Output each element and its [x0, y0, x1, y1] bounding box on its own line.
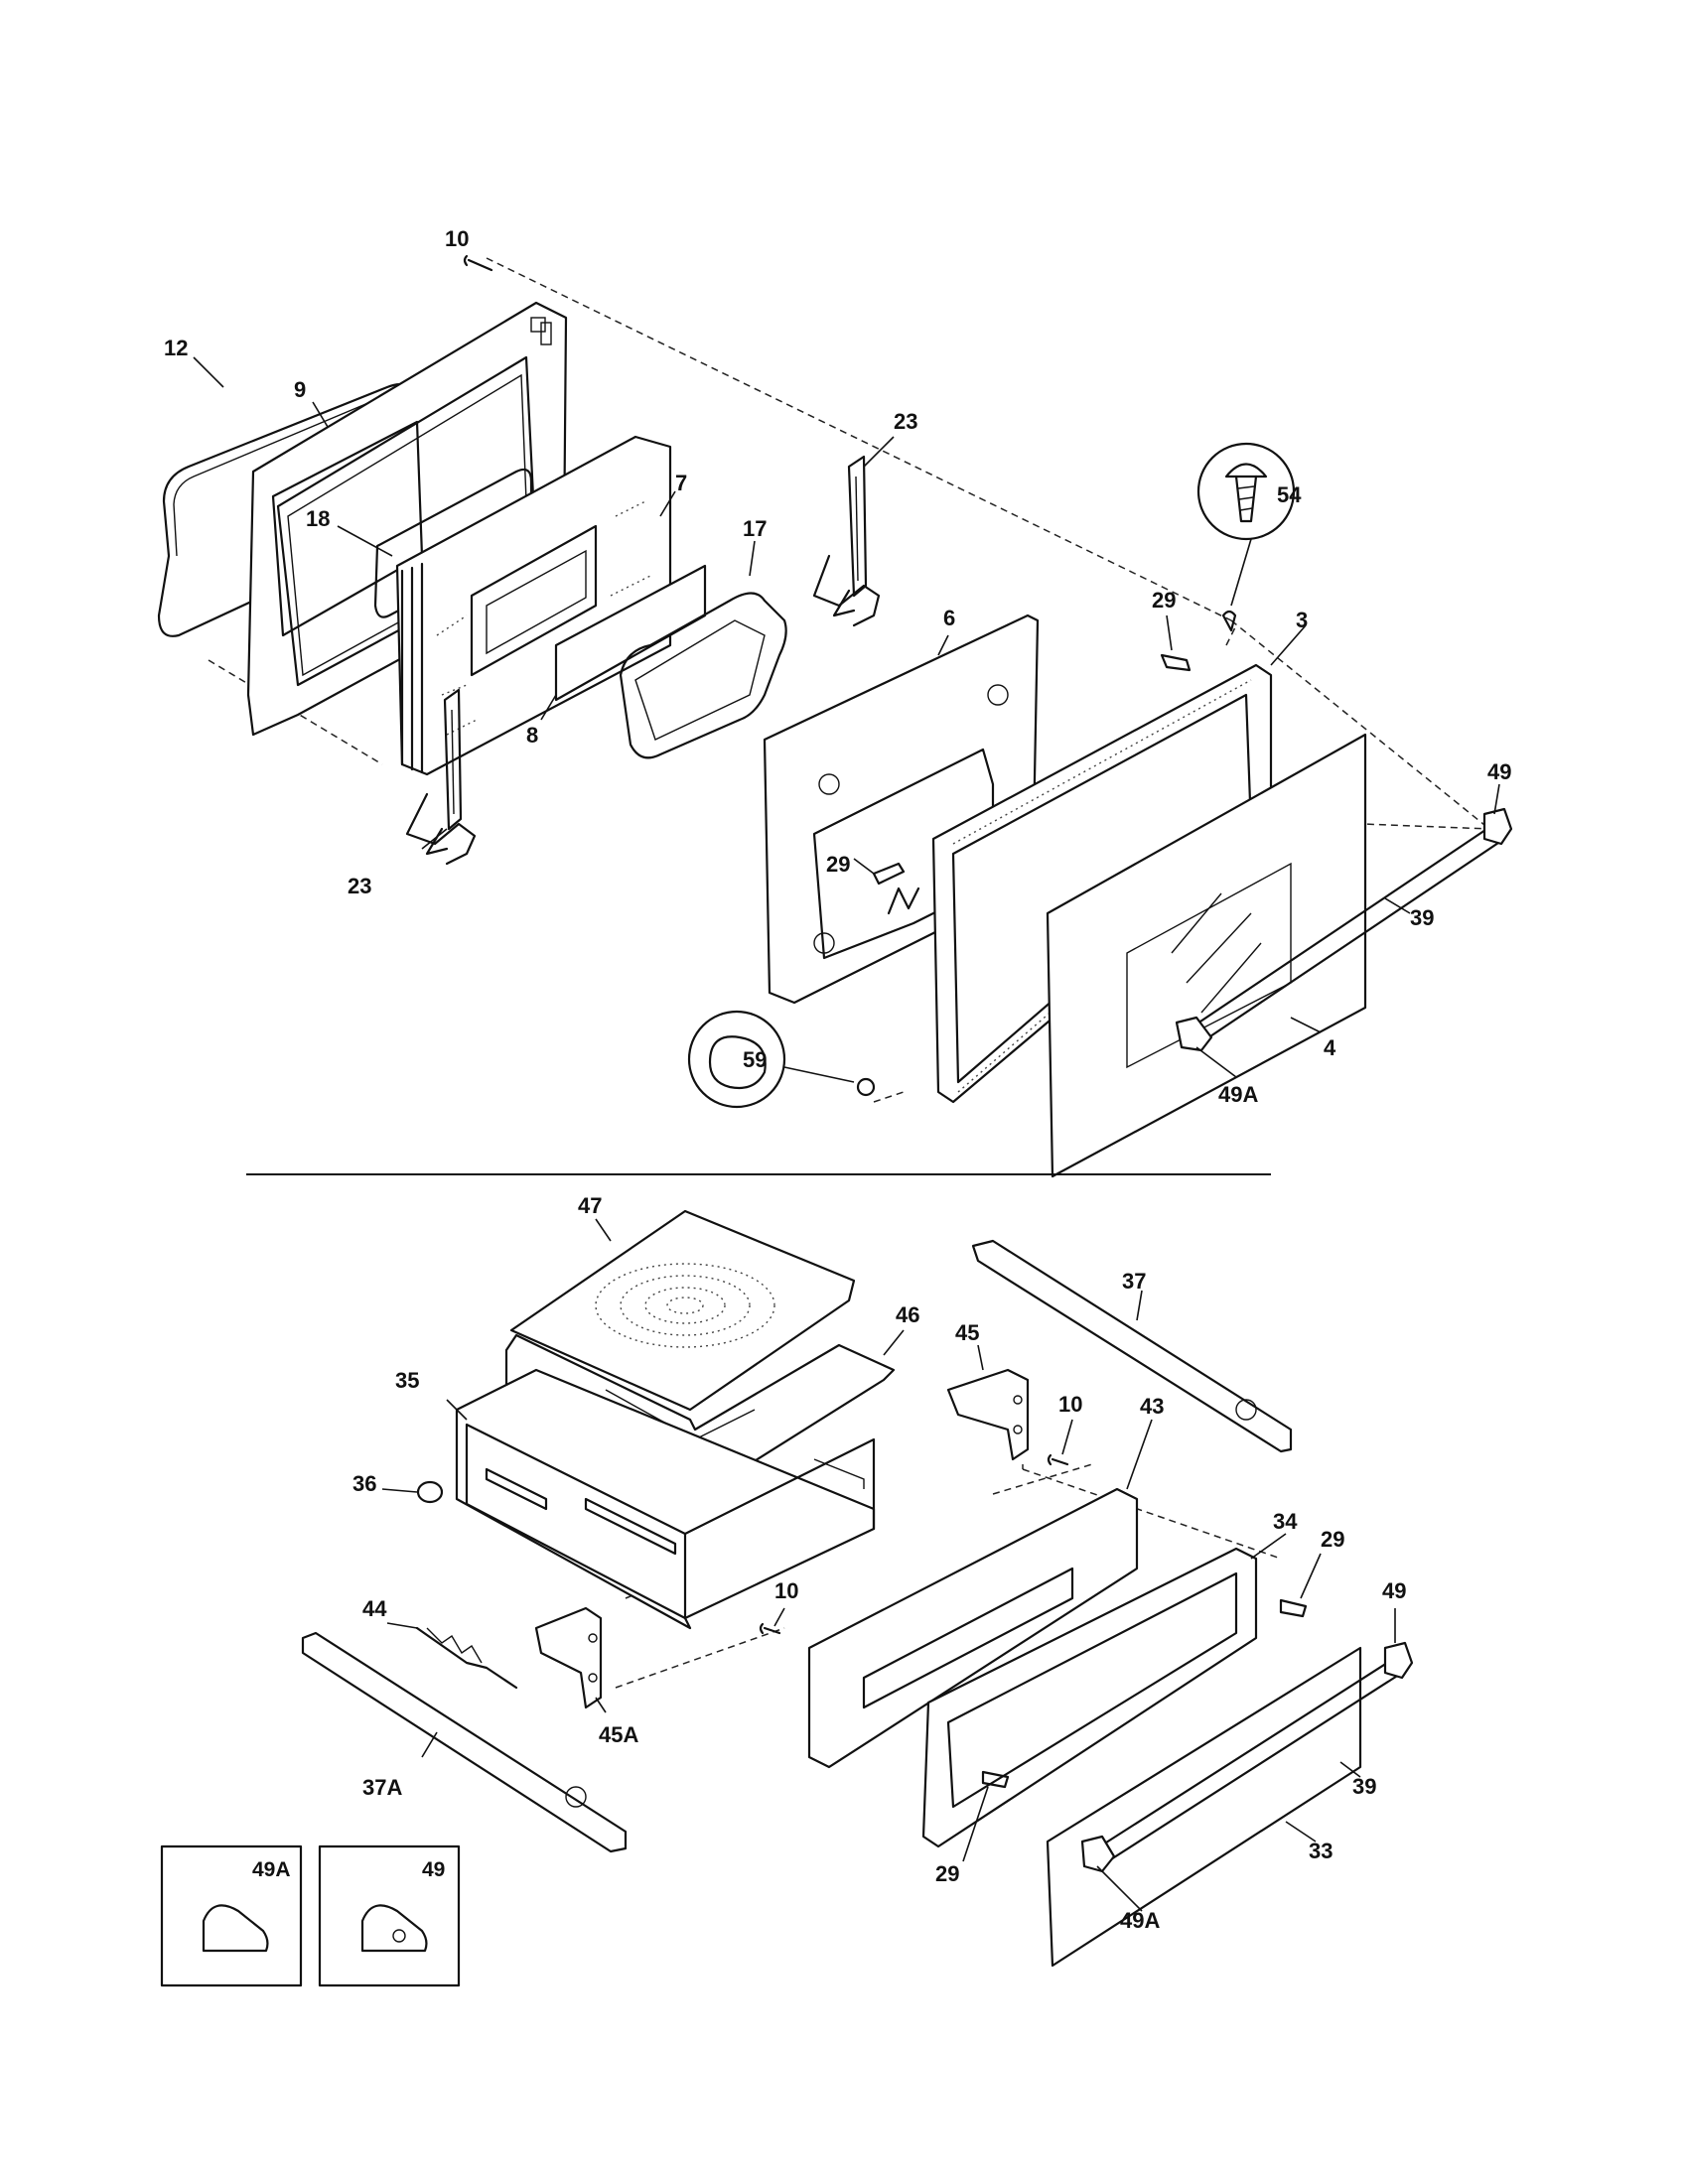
oven-door-assembly: [157, 254, 1513, 1178]
callout-29-drawer-left: 29: [935, 1861, 959, 1886]
callout-39-door: 39: [1410, 905, 1434, 930]
callout-45: 45: [955, 1320, 979, 1345]
callout-35: 35: [395, 1368, 419, 1393]
frame-pin: [1160, 653, 1192, 672]
callout-45A: 45A: [599, 1722, 638, 1747]
drawer-screw-left: [759, 1622, 781, 1635]
plug-button-inset: [687, 1010, 876, 1109]
callout-3: 3: [1296, 608, 1308, 632]
drawer-pin-right: [1279, 1598, 1308, 1618]
callout-44: 44: [362, 1596, 387, 1621]
drawer-inner-panel: [807, 1487, 1139, 1769]
callout-39-drawer: 39: [1352, 1774, 1376, 1799]
inset-49A: 49A: [160, 1844, 303, 1987]
callout-49-door: 49: [1487, 759, 1511, 784]
callout-59: 59: [743, 1047, 767, 1072]
small-screw: [1221, 610, 1237, 632]
drawer-pan-top: [509, 1209, 856, 1412]
screw-inset: [1196, 442, 1296, 632]
drawer-front-panel: [1046, 1646, 1362, 1968]
callout-49A-drawer: 49A: [1120, 1908, 1160, 1933]
drawer-body: [455, 1368, 876, 1630]
callout-54: 54: [1277, 482, 1302, 507]
drawer-pin-left: [981, 1770, 1010, 1789]
callout-labels: 10 12 9 18 7 17 8 23 23 6 29 29 54 3 49 …: [164, 226, 1511, 1933]
drawer-bracket-right: [946, 1368, 1030, 1461]
callout-18: 18: [306, 506, 330, 531]
callout-9: 9: [294, 377, 306, 402]
callout-33: 33: [1309, 1839, 1333, 1863]
door-hinge-upper: [812, 455, 881, 627]
callout-17: 17: [743, 516, 767, 541]
callout-8: 8: [526, 723, 538, 748]
callout-10-left: 10: [774, 1578, 798, 1603]
drawer-handle-end-right: [1383, 1641, 1414, 1680]
callout-12: 12: [164, 336, 188, 360]
callout-29-drawer-right: 29: [1321, 1527, 1344, 1552]
callout-49-drawer: 49: [1382, 1578, 1406, 1603]
callout-6: 6: [943, 606, 955, 630]
callout-46: 46: [896, 1302, 919, 1327]
callout-43: 43: [1140, 1394, 1164, 1419]
drawer-spring: [415, 1626, 518, 1690]
callout-36: 36: [352, 1471, 376, 1496]
inset-49A-label: 49A: [252, 1858, 291, 1881]
callout-29-frame: 29: [1152, 588, 1176, 613]
callout-7: 7: [675, 471, 687, 495]
callout-4: 4: [1324, 1035, 1336, 1060]
callout-23-lower: 23: [348, 874, 371, 898]
handle-end-cap-left: [1175, 1016, 1213, 1052]
drawer-front-frame: [921, 1547, 1258, 1848]
window-gasket: [619, 592, 787, 759]
callout-10-right: 10: [1058, 1392, 1082, 1417]
drawer-bracket-left: [534, 1606, 603, 1709]
callout-37: 37: [1122, 1269, 1146, 1294]
callout-23-upper: 23: [894, 409, 917, 434]
callout-29-liner: 29: [826, 852, 850, 877]
callout-49A-door: 49A: [1218, 1082, 1258, 1107]
handle-end-cap-right: [1482, 807, 1513, 846]
drawer-rail-left: [301, 1631, 628, 1853]
plug-button: [856, 1077, 876, 1097]
callout-10: 10: [445, 226, 469, 251]
inset-49-label: 49: [422, 1858, 445, 1881]
end-cap-49A-icon: [202, 1904, 269, 1953]
drawer-rail-right: [971, 1239, 1293, 1453]
drawer-assembly: [301, 1209, 1414, 1968]
callout-47: 47: [578, 1193, 602, 1218]
door-screw-top: [463, 254, 493, 272]
drawer-handle-end-left: [1080, 1835, 1116, 1873]
inset-49: 49: [318, 1844, 461, 1987]
callout-34: 34: [1273, 1509, 1298, 1534]
door-pin: [872, 862, 906, 886]
end-cap-49-icon: [360, 1904, 428, 1953]
drawer-screw-right: [1047, 1453, 1069, 1466]
drawer-knob: [416, 1480, 444, 1504]
callout-37A: 37A: [362, 1775, 402, 1800]
